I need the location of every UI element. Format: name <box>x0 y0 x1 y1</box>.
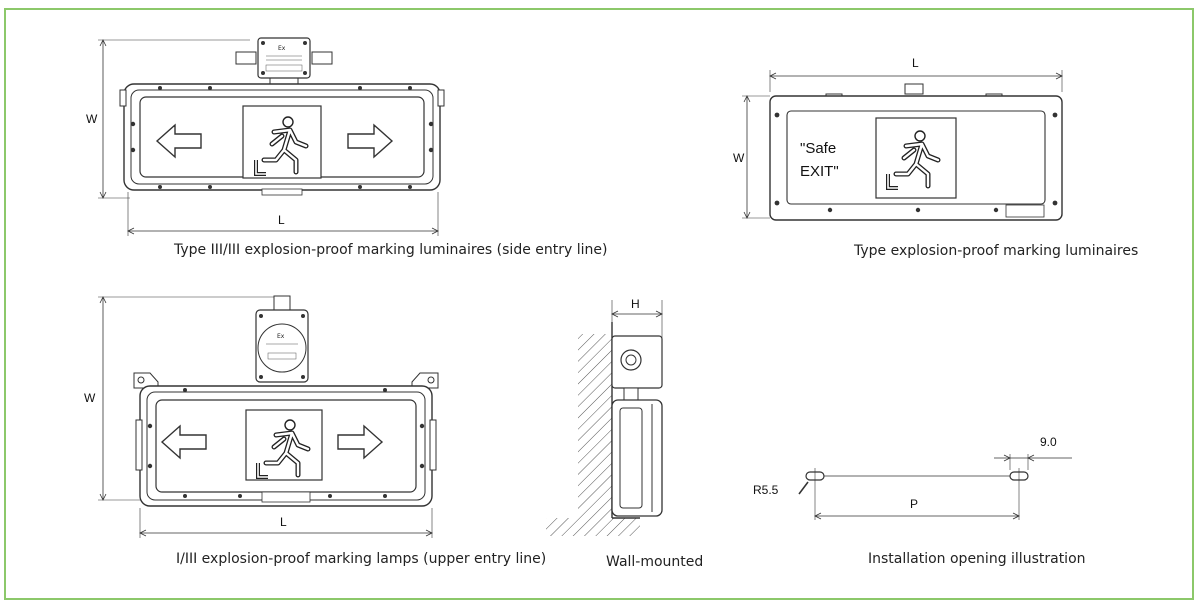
wall-mounted-caption: Wall-mounted <box>606 554 703 570</box>
length-dimension-label-right: L <box>912 56 919 70</box>
radius-dimension-label: R5.5 <box>753 483 779 497</box>
slot-width-dimension-label: 9.0 <box>1040 435 1057 449</box>
pitch-dimension-label: P <box>910 497 918 511</box>
wall-mounted-drawing: H Wall-mounted <box>546 297 703 570</box>
side-entry-luminaire-drawing: W Ex <box>86 37 607 258</box>
upper-entry-lamp-drawing: W Ex <box>84 295 546 567</box>
length-dimension-label: L <box>278 213 285 227</box>
width-dimension-label-right: W <box>733 151 745 165</box>
sign-text-line2: EXIT" <box>800 163 839 180</box>
upper-entry-caption: I/III explosion-proof marking lamps (upp… <box>176 551 546 567</box>
standard-luminaire-drawing: L W Ex "Safe EXIT" Type explosion-proof … <box>733 56 1138 259</box>
length-dimension-label-lower: L <box>280 515 287 529</box>
side-entry-caption: Type III/III explosion-proof marking lum… <box>173 242 607 258</box>
figure-border <box>4 8 1194 600</box>
width-dimension-label-lower: W <box>84 391 96 405</box>
standard-luminaire-caption: Type explosion-proof marking luminaires <box>853 243 1138 259</box>
sign-text-line1: "Safe <box>800 140 836 157</box>
junction-box-ex-label-lower: Ex <box>277 333 285 340</box>
width-dimension-label: W <box>86 112 98 126</box>
installation-opening-drawing: R5.5 9.0 P Installation opening illustra… <box>753 435 1086 567</box>
installation-opening-caption: Installation opening illustration <box>868 551 1086 567</box>
depth-dimension-label: H <box>631 297 640 311</box>
junction-box-ex-label: Ex <box>278 45 286 52</box>
